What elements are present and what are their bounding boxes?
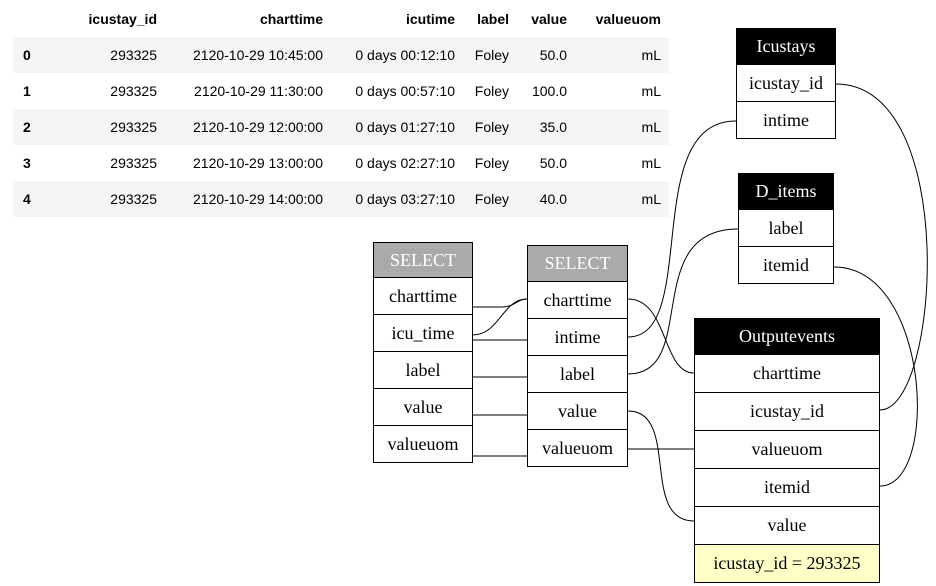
column-header: charttime <box>165 2 331 37</box>
cell-label: Foley <box>463 36 517 73</box>
cell-icustay-id: 293325 <box>51 145 165 181</box>
icustays-field: intime <box>736 102 836 139</box>
cell-icustay-id: 293325 <box>51 73 165 109</box>
outputevents-title: Outputevents <box>694 318 880 355</box>
outputevents-field: charttime <box>694 355 880 393</box>
table-header-row: icustay_id charttime icutime label value… <box>13 2 669 37</box>
cell-icutime: 0 days 02:27:10 <box>331 145 463 181</box>
cell-charttime: 2120-10-29 13:00:00 <box>165 145 331 181</box>
outputevents-table-box: Outputevents charttime icustay_id valueu… <box>694 318 880 583</box>
row-index: 2 <box>13 109 51 145</box>
cell-label: Foley <box>463 181 517 217</box>
wire-d-items-label <box>627 228 739 375</box>
wire-join-itemid <box>833 266 918 487</box>
select-inner-field: charttime <box>527 282 628 319</box>
cell-valueuom: mL <box>575 109 669 145</box>
icustays-field: icustay_id <box>736 65 836 102</box>
table-row: 0 293325 2120-10-29 10:45:00 0 days 00:1… <box>13 36 669 73</box>
cell-icustay-id: 293325 <box>51 181 165 217</box>
select-outer-title: SELECT <box>373 242 473 278</box>
row-index: 3 <box>13 145 51 181</box>
outputevents-field: value <box>694 507 880 545</box>
cell-label: Foley <box>463 109 517 145</box>
select-outer-field: label <box>373 352 473 389</box>
column-header: icutime <box>331 2 463 37</box>
outputevents-field: itemid <box>694 469 880 507</box>
icustays-title: Icustays <box>736 28 836 65</box>
row-index: 1 <box>13 73 51 109</box>
result-table: icustay_id charttime icutime label value… <box>13 2 669 217</box>
d-items-field: itemid <box>738 247 834 284</box>
wire-outputevents-value <box>627 410 695 522</box>
wire-outputevents-charttime <box>627 298 695 374</box>
cell-value: 50.0 <box>517 36 575 73</box>
wire-icu-time-charttime <box>471 298 528 336</box>
table-row: 3 293325 2120-10-29 13:00:00 0 days 02:2… <box>13 145 669 181</box>
cell-icustay-id: 293325 <box>51 36 165 73</box>
cell-value: 40.0 <box>517 181 575 217</box>
wire-join-icustay-id <box>835 83 928 411</box>
cell-icutime: 0 days 00:57:10 <box>331 73 463 109</box>
icustays-table-box: Icustays icustay_id intime <box>736 28 836 139</box>
select-outer-field: value <box>373 389 473 426</box>
cell-valueuom: mL <box>575 36 669 73</box>
select-outer-field: valueuom <box>373 426 473 463</box>
table-row: 4 293325 2120-10-29 14:00:00 0 days 03:2… <box>13 181 669 217</box>
select-outer-box: SELECT charttime icu_time label value va… <box>373 242 473 463</box>
outputevents-field: icustay_id <box>694 393 880 431</box>
column-header: valueuom <box>575 2 669 37</box>
cell-icutime: 0 days 00:12:10 <box>331 36 463 73</box>
table-row: 2 293325 2120-10-29 12:00:00 0 days 01:2… <box>13 109 669 145</box>
cell-icustay-id: 293325 <box>51 109 165 145</box>
cell-icutime: 0 days 01:27:10 <box>331 109 463 145</box>
select-inner-field: valueuom <box>527 430 628 467</box>
cell-icutime: 0 days 03:27:10 <box>331 181 463 217</box>
cell-valueuom: mL <box>575 145 669 181</box>
cell-value: 50.0 <box>517 145 575 181</box>
select-inner-box: SELECT charttime intime label value valu… <box>527 245 628 467</box>
row-index: 4 <box>13 181 51 217</box>
column-header: icustay_id <box>51 2 165 37</box>
cell-charttime: 2120-10-29 10:45:00 <box>165 36 331 73</box>
cell-charttime: 2120-10-29 14:00:00 <box>165 181 331 217</box>
column-header: label <box>463 2 517 37</box>
outputevents-filter-condition: icustay_id = 293325 <box>694 545 880 583</box>
cell-label: Foley <box>463 145 517 181</box>
column-header <box>13 2 51 37</box>
d-items-title: D_items <box>738 173 834 210</box>
column-header: value <box>517 2 575 37</box>
row-index: 0 <box>13 36 51 73</box>
select-inner-field: label <box>527 356 628 393</box>
cell-charttime: 2120-10-29 12:00:00 <box>165 109 331 145</box>
select-outer-field: charttime <box>373 278 473 315</box>
cell-value: 100.0 <box>517 73 575 109</box>
d-items-table-box: D_items label itemid <box>738 173 834 284</box>
outputevents-field: valueuom <box>694 431 880 469</box>
wire-icustays-intime <box>627 120 737 338</box>
select-inner-title: SELECT <box>527 245 628 282</box>
cell-label: Foley <box>463 73 517 109</box>
select-outer-field: icu_time <box>373 315 473 352</box>
cell-valueuom: mL <box>575 181 669 217</box>
table-row: 1 293325 2120-10-29 11:30:00 0 days 00:5… <box>13 73 669 109</box>
select-inner-field: intime <box>527 319 628 356</box>
d-items-field: label <box>738 210 834 247</box>
select-inner-field: value <box>527 393 628 430</box>
cell-valueuom: mL <box>575 73 669 109</box>
cell-charttime: 2120-10-29 11:30:00 <box>165 73 331 109</box>
cell-value: 35.0 <box>517 109 575 145</box>
